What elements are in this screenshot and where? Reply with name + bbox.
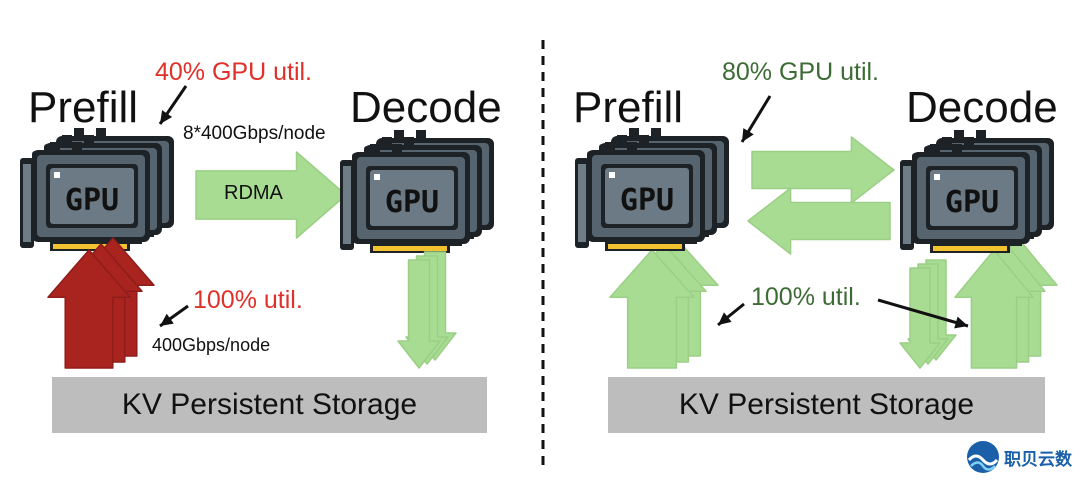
left-storage-util-label: 100% util.	[193, 286, 303, 314]
left-decode-to-storage-arrow	[397, 259, 441, 369]
left-prefill-gpu-text: GPU	[65, 183, 119, 218]
right-prefill-to-decode-arrow	[751, 136, 895, 204]
right-gpu-util-label: 80% GPU util.	[722, 58, 880, 86]
right-storage-util-pointer-right-head	[954, 316, 968, 329]
left-storage-util-pointer-head	[160, 313, 174, 326]
watermark-text: 职贝云数	[1004, 449, 1072, 470]
left-prefill-label: Prefill	[28, 83, 139, 132]
right-kv-storage-box: KV Persistent Storage	[608, 377, 1045, 433]
right-decode-label: Decode	[906, 83, 1058, 132]
right-gpu-util-pointer-head	[742, 128, 754, 142]
left-gpu-util-label: 40% GPU util.	[155, 58, 313, 86]
right-decode-gpu-text: GPU	[945, 185, 999, 220]
right-prefill-label: Prefill	[573, 83, 684, 132]
right-prefill-gpu: GPU	[575, 128, 729, 251]
right-storage-util-label: 100% util.	[751, 283, 861, 311]
left-storage-to-prefill-arrow	[47, 249, 131, 369]
left-gpu-util-pointer-head	[160, 110, 173, 124]
right-prefill-gpu-text: GPU	[620, 183, 674, 218]
left-rdma-label: RDMA	[224, 182, 283, 204]
right-storage-util-pointer-left-head	[718, 312, 732, 325]
left-decode-gpu: GPU	[340, 130, 494, 253]
left-prefill-gpu: GPU	[20, 128, 174, 251]
right-storage-to-prefill-arrow	[609, 249, 695, 369]
right-kv-storage-label: KV Persistent Storage	[678, 388, 975, 421]
left-nic-bandwidth-label: 8*400Gbps/node	[183, 123, 326, 144]
right-decode-to-prefill-arrow	[747, 187, 891, 255]
right-storage-util-pointer-right	[877, 298, 969, 328]
watermark: 职贝云数	[966, 440, 1072, 474]
left-kv-storage-label: KV Persistent Storage	[121, 388, 418, 421]
right-decode-to-storage-arrow	[899, 267, 941, 369]
right-decode-gpu: GPU	[900, 130, 1054, 253]
left-decode-gpu-text: GPU	[385, 185, 439, 220]
left-decode-label: Decode	[350, 83, 502, 132]
left-kv-storage-box: KV Persistent Storage	[52, 377, 487, 433]
right-storage-to-decode-arrow	[954, 249, 1034, 369]
left-rdma-arrow	[195, 151, 347, 239]
watermark-logo-icon	[967, 441, 999, 473]
left-storage-bandwidth-label: 400Gbps/node	[152, 335, 271, 355]
